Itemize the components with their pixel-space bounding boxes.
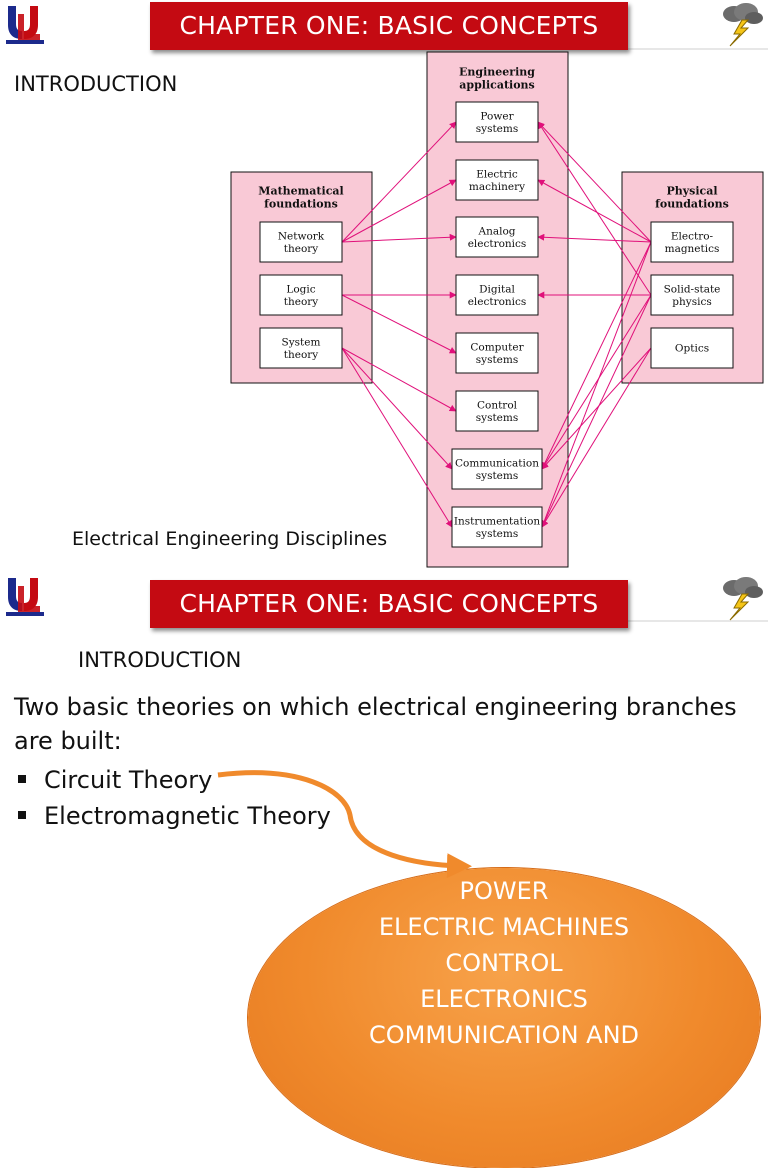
math-item-1-box <box>259 274 343 316</box>
phys-to-eng-arrow <box>537 121 652 243</box>
eng-item-2-box <box>455 216 539 258</box>
math-to-eng-arrow <box>341 347 453 470</box>
intro-heading: INTRODUCTION <box>14 72 178 96</box>
university-logo <box>6 6 44 44</box>
ellipse-line: POWER <box>459 877 549 905</box>
slide-1: CHAPTER ONE: BASIC CONCEPTS INTRODUCTION… <box>0 0 768 568</box>
phys-to-eng-arrow <box>541 241 652 470</box>
phys-item-0-label: Electro-magnetics <box>665 230 720 255</box>
math-to-eng-arrow <box>341 233 457 243</box>
eng-item-0-box <box>455 101 539 143</box>
math-item-0-box <box>259 221 343 263</box>
storm-cloud-lightning-icon <box>723 3 763 47</box>
math-item-2-box <box>259 327 343 369</box>
ellipse-line: CONTROL <box>445 949 563 977</box>
body-paragraph: Two basic theories on which electrical e… <box>14 693 737 755</box>
phys-item-2-label: Optics <box>675 343 709 355</box>
slide-title: CHAPTER ONE: BASIC CONCEPTS <box>150 2 628 50</box>
bullet-square-icon <box>18 775 26 783</box>
bullet-item: Circuit Theory <box>14 762 331 798</box>
phys-to-eng-arrow <box>541 347 652 470</box>
eng-item-1-box <box>455 159 539 201</box>
intro-heading-2: INTRODUCTION <box>78 648 242 672</box>
phys-item-2-box <box>650 327 734 369</box>
ellipse-line: COMMUNICATION AND <box>368 1021 640 1049</box>
math-to-eng-arrow <box>341 347 457 412</box>
phys-to-eng-arrow <box>541 294 652 470</box>
eng-item-3-box <box>455 274 539 316</box>
eng-item-7-box <box>451 506 543 548</box>
bullet-item: Electromagnetic Theory <box>14 798 331 834</box>
math-to-eng-arrow <box>341 347 453 528</box>
bullet-text: Electromagnetic Theory <box>44 802 331 830</box>
eng-item-6-box <box>451 448 543 490</box>
ellipse-text: POWER ELECTRIC MACHINES CONTROL ELECTRON… <box>248 873 760 1053</box>
ellipse-line: ELECTRIC MACHINES <box>378 913 630 941</box>
storm-cloud-lightning-icon <box>723 577 763 621</box>
slide-title: CHAPTER ONE: BASIC CONCEPTS <box>150 580 628 628</box>
bullet-list: Circuit Theory Electromagnetic Theory <box>14 762 331 834</box>
university-logo <box>6 578 44 616</box>
diagram-caption: Electrical Engineering Disciplines <box>72 528 388 550</box>
eng-item-4-box <box>455 332 539 374</box>
ellipse-line: ELECTRONICS <box>420 985 588 1013</box>
phys-to-eng-arrow <box>537 179 652 243</box>
bullet-square-icon <box>18 811 26 819</box>
phys-item-0-box <box>650 221 734 263</box>
phys-to-eng-arrow <box>537 233 652 243</box>
phys-to-eng-arrow <box>537 121 652 296</box>
phys-item-1-box <box>650 274 734 316</box>
eng-item-5-box <box>455 390 539 432</box>
math-to-eng-arrow <box>341 121 457 243</box>
phys-to-eng-arrow <box>541 294 652 528</box>
math-to-eng-arrow <box>341 294 457 354</box>
phys-to-eng-arrow <box>541 347 652 528</box>
math-to-eng-arrow <box>341 179 457 243</box>
phys-to-eng-arrow <box>540 241 652 528</box>
bullet-text: Circuit Theory <box>44 766 213 794</box>
